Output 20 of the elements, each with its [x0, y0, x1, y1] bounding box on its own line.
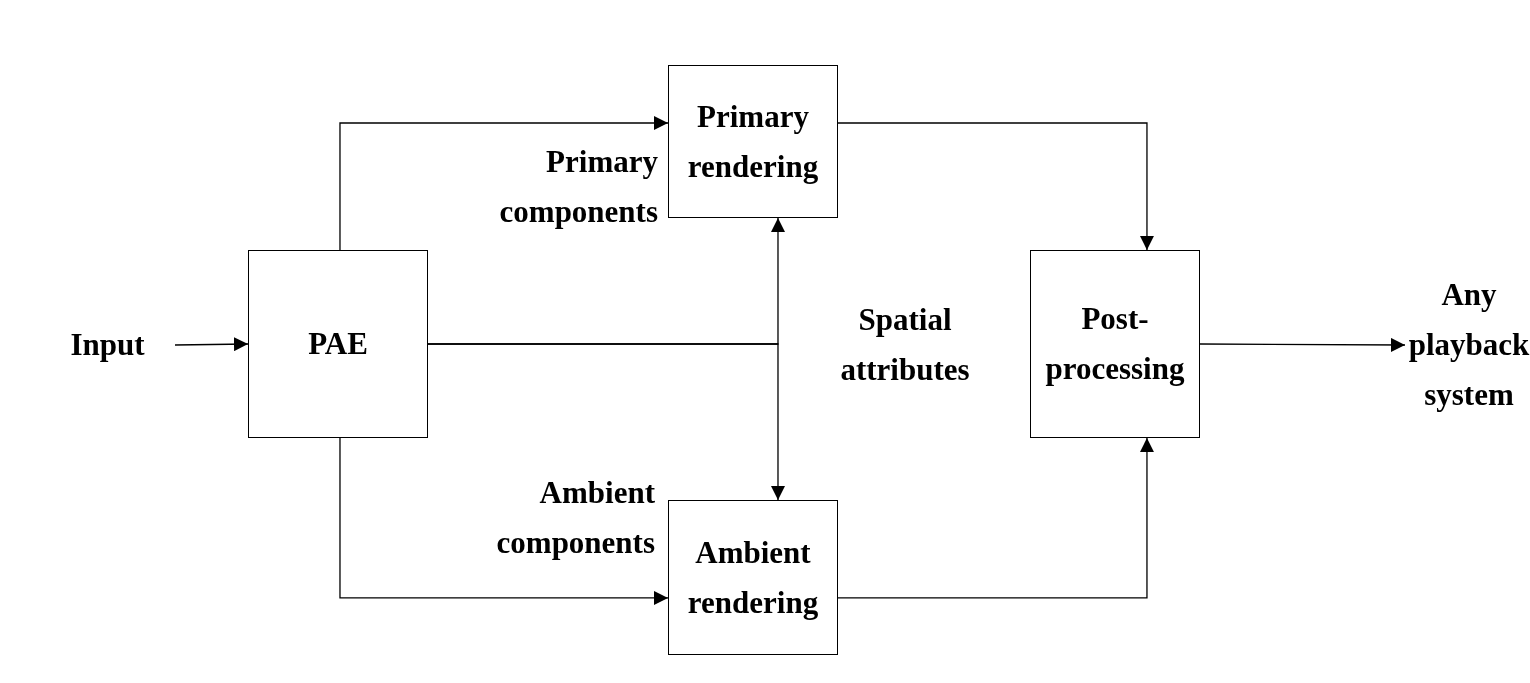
arrow: [1199, 337, 1406, 352]
arrow: [427, 343, 785, 501]
process-box: [668, 65, 838, 218]
box-label: PAE: [308, 325, 368, 363]
edge-label: Ambient components: [495, 474, 655, 562]
edge-label: Primary components: [498, 143, 658, 231]
arrow: [837, 437, 1154, 599]
arrow: [339, 437, 669, 605]
annotation-label: Spatial attributes: [839, 301, 971, 389]
process-box: [668, 500, 838, 655]
arrow: [837, 122, 1154, 251]
node-label: Any playback system: [1408, 270, 1530, 420]
node-label: Input: [45, 320, 170, 370]
process-box: [1030, 250, 1200, 438]
process-box: [248, 250, 428, 438]
arrow: [174, 337, 249, 352]
box-label: Post-processing: [1044, 300, 1186, 388]
box-label: Primary rendering: [686, 97, 820, 186]
arrow: [339, 116, 669, 251]
box-label: Ambient rendering: [686, 533, 820, 622]
